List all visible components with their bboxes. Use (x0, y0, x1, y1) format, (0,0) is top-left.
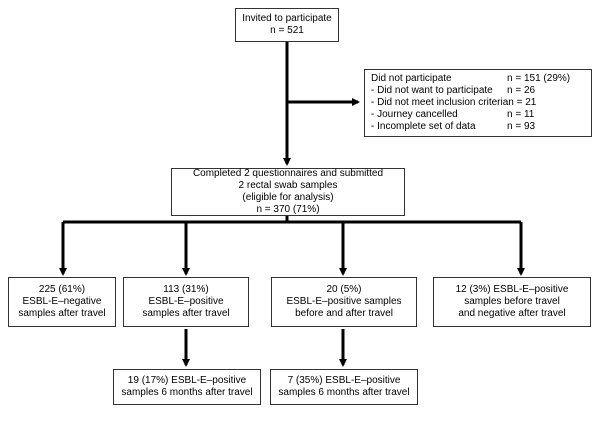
group-box-1: 225 (61%) ESBL-E–negative samples after … (8, 277, 116, 327)
group-box-2: 113 (31%) ESBL-E–positive samples after … (123, 277, 249, 327)
excluded-item: - Journey cancelled n = 11 (371, 109, 585, 121)
excluded-header-row: Did not participate n = 151 (29%) (371, 73, 585, 85)
excluded-item: - Did not want to participate n = 26 (371, 85, 585, 97)
group-count: 113 (31%) (163, 284, 209, 295)
excluded-box: Did not participate n = 151 (29%) - Did … (364, 69, 592, 137)
excluded-item: - Incomplete set of data n = 93 (371, 121, 585, 133)
excluded-item-label: - Incomplete set of data (371, 121, 476, 132)
invited-box: Invited to participate n = 521 (235, 8, 339, 42)
group-box-4: 12 (3%) ESBL-E–positive samples before t… (433, 277, 591, 327)
group-line-3: samples after travel (18, 308, 106, 319)
group-line-3: before and after travel (295, 308, 393, 319)
group-count: 12 (3%) ESBL-E–positive (455, 284, 569, 295)
excluded-item-value: n = 26 (507, 85, 536, 96)
excluded-header-label: Did not participate (371, 73, 452, 84)
group-line-3: samples after travel (142, 308, 230, 319)
eligible-count: n = 370 (71%) (256, 204, 320, 215)
invited-count: n = 521 (270, 25, 304, 36)
excluded-item-value: n = 11 (507, 109, 535, 120)
followup-line-2: samples 6 months after travel (121, 387, 253, 398)
excluded-item-value: n = 21 (508, 97, 537, 108)
group-line-2: ESBL-E–positive (148, 296, 224, 307)
excluded-item-label: - Journey cancelled (371, 109, 458, 120)
excluded-item-value: n = 93 (507, 121, 536, 132)
excluded-header-value: n = 151 (29%) (507, 73, 571, 84)
excluded-item: - Did not meet inclusion criteria n = 21 (371, 97, 585, 109)
group-box-3: 20 (5%) ESBL-E–positive samples before a… (271, 277, 417, 327)
invited-label: Invited to participate (242, 13, 332, 24)
group-line-2: samples before travel (464, 296, 560, 307)
excluded-item-label: - Did not want to participate (371, 85, 493, 96)
eligible-line-1: Completed 2 questionnaires and submitted (192, 168, 384, 179)
group-line-3: and negative after travel (458, 308, 566, 319)
group-line-2: ESBL-E–positive samples (286, 296, 402, 307)
group-count: 20 (5%) (326, 284, 362, 295)
group-line-2: ESBL-E–negative (22, 296, 102, 307)
followup-box-1: 19 (17%) ESBL-E–positive samples 6 month… (113, 369, 261, 405)
followup-line-1: 7 (35%) ESBL-E–positive (287, 375, 401, 386)
followup-line-2: samples 6 months after travel (278, 387, 410, 398)
group-count: 225 (61%) (38, 284, 86, 295)
followup-line-1: 19 (17%) ESBL-E–positive (127, 375, 247, 386)
eligible-line-3: (eligible for analysis) (242, 192, 334, 203)
followup-box-2: 7 (35%) ESBL-E–positive samples 6 months… (270, 369, 418, 405)
eligible-line-2: 2 rectal swab samples (238, 180, 338, 191)
excluded-item-label: - Did not meet inclusion criteria (371, 97, 509, 108)
eligible-box: Completed 2 questionnaires and submitted… (171, 168, 405, 216)
